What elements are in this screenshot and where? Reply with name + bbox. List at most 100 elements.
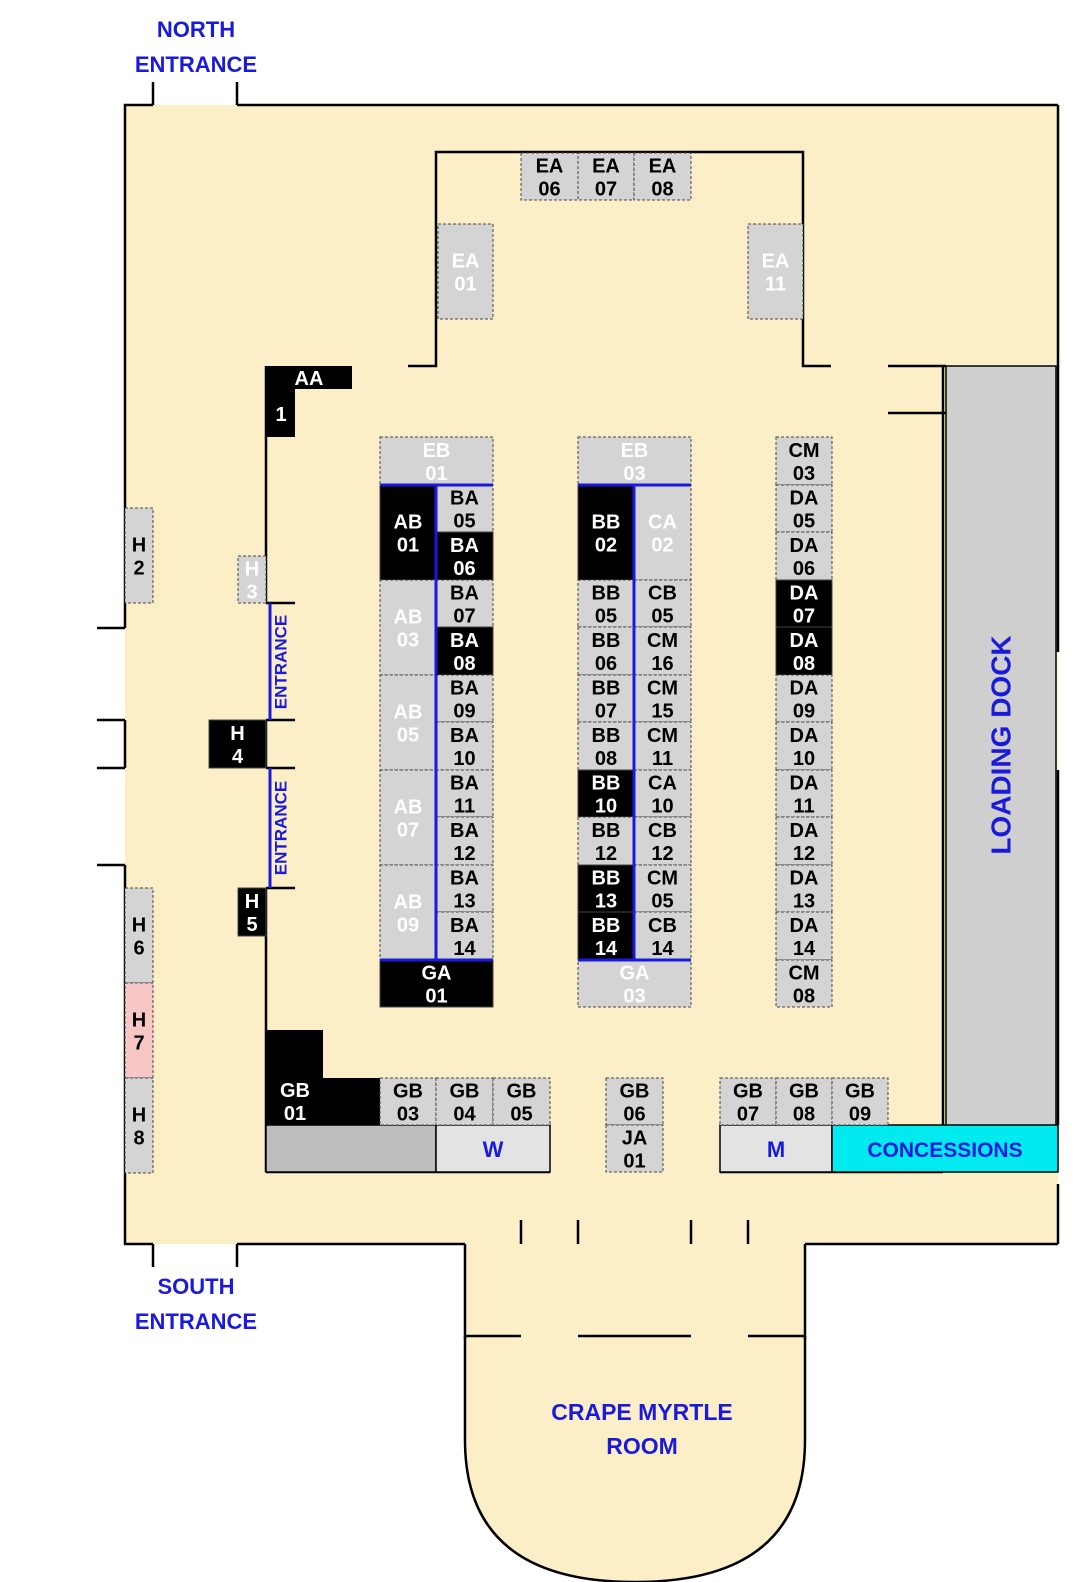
booth-h4[interactable]: H4 — [208, 719, 267, 769]
booth-h6[interactable]: H6 — [124, 887, 154, 984]
booth-h8[interactable]: H8 — [124, 1077, 154, 1174]
booth-label-line1: EA — [536, 156, 564, 178]
booth-label-line1: AA — [295, 368, 324, 390]
booth-label-line2: 09 — [793, 701, 815, 723]
booth-h2[interactable]: H2 — [124, 507, 154, 604]
booth-shape — [492, 1077, 551, 1126]
booth-shape — [379, 674, 437, 771]
booth-label-line1: BA — [450, 535, 479, 557]
booth-label-line1: EA — [762, 251, 790, 273]
booth-shape — [775, 769, 833, 818]
booth-label-line1: CM — [647, 630, 678, 652]
booth-h3[interactable]: H3 — [237, 555, 267, 604]
booth-h5[interactable]: H5 — [237, 887, 267, 937]
booth-shape — [775, 674, 833, 723]
booth-label-line2: 12 — [595, 843, 617, 865]
booth-aa1[interactable]: AA1 — [266, 366, 352, 437]
booth-label-line1: BB — [592, 678, 621, 700]
booth-h7[interactable]: H7 — [124, 982, 154, 1079]
booth-label-line1: GB — [620, 1081, 650, 1103]
south-entrance-line1: SOUTH — [158, 1274, 235, 1299]
booth-label-line2: 07 — [397, 820, 419, 842]
booth-label-line2: 06 — [453, 558, 475, 580]
booth-label-line1: BA — [450, 915, 479, 937]
booth-label-line2: 06 — [595, 653, 617, 675]
restroom-m-label: M — [767, 1137, 785, 1162]
booth-label-line1: AB — [394, 512, 423, 534]
booth-shape — [379, 959, 494, 1008]
booth-shape — [266, 366, 352, 437]
booth-shape — [237, 887, 267, 937]
booth-label-line1: CA — [648, 512, 677, 534]
booth-label-line2: 03 — [623, 463, 645, 485]
booth-label-line1: GB — [450, 1081, 480, 1103]
booth-shape — [577, 674, 635, 723]
booth-label-line1: CM — [788, 963, 819, 985]
booth-shape — [831, 1077, 889, 1126]
